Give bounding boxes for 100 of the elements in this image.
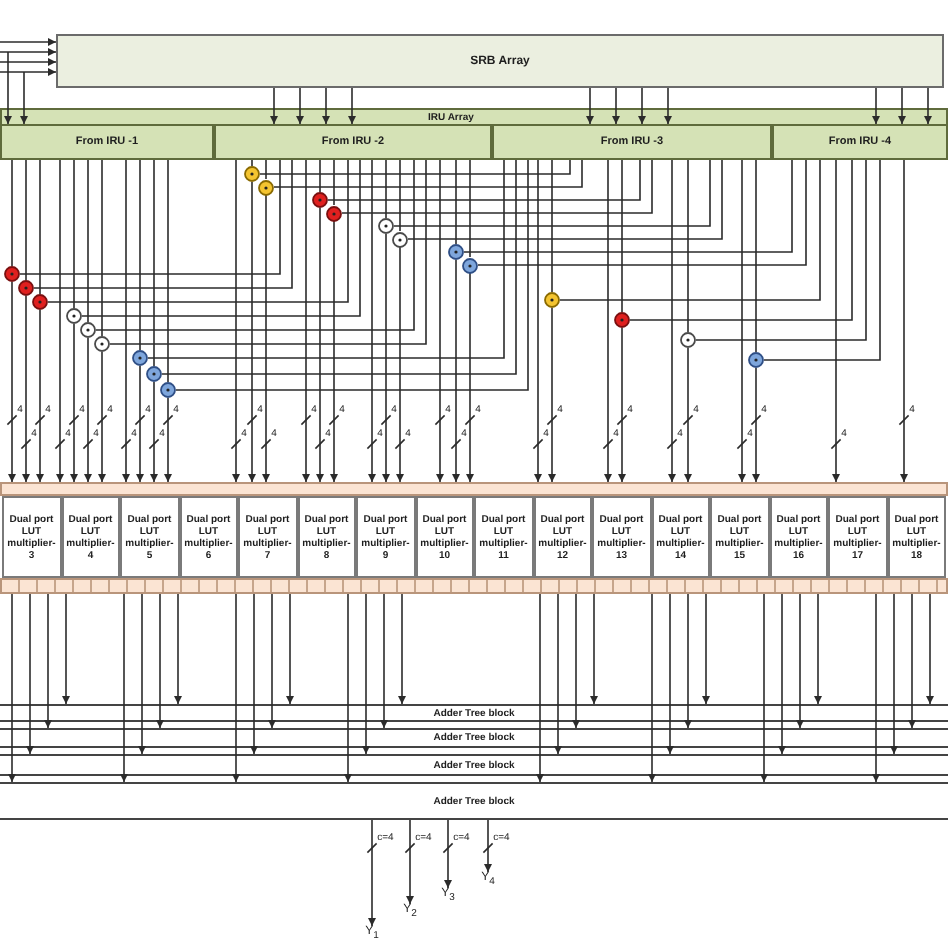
arrow <box>347 87 357 125</box>
dotted-circle-icon <box>258 179 274 195</box>
connector-line <box>477 159 807 266</box>
arrow <box>637 87 647 125</box>
arrow <box>617 327 627 483</box>
arrow <box>269 87 279 125</box>
arrow <box>267 593 277 729</box>
dotted-circle-icon <box>448 244 464 260</box>
dotted-circle-icon <box>66 308 82 324</box>
arrow <box>97 351 107 483</box>
arrow <box>261 194 271 483</box>
arrow <box>451 259 461 483</box>
arrow <box>155 593 165 729</box>
arrow <box>0 67 57 77</box>
dotted-circle-icon <box>244 166 260 182</box>
dotted-circle-icon <box>326 205 342 221</box>
arrow <box>315 207 325 483</box>
arrow <box>663 87 673 125</box>
array-band <box>0 108 948 160</box>
arrow <box>535 593 545 783</box>
connector-line <box>139 159 141 351</box>
arrow <box>55 159 65 483</box>
connector-line <box>463 159 793 253</box>
arrow <box>405 819 415 905</box>
arrow <box>813 593 823 705</box>
dotted-circle-icon <box>4 266 20 282</box>
dotted-circle-icon <box>378 218 394 234</box>
arrow <box>0 47 57 57</box>
connector-line <box>469 159 471 258</box>
arrow <box>553 593 563 755</box>
dotted-circle-icon <box>544 292 560 308</box>
arrow <box>43 593 53 729</box>
arrow <box>0 37 57 47</box>
connector-line <box>621 159 623 313</box>
connector-line <box>763 159 881 361</box>
dotted-circle-icon <box>94 336 110 352</box>
connector-line <box>385 159 387 219</box>
arrow <box>7 281 17 483</box>
arrow <box>759 593 769 783</box>
arrow <box>871 87 881 125</box>
dotted-circle-icon <box>614 312 630 328</box>
dotted-circle-icon <box>748 352 764 368</box>
dotted-circle-icon <box>18 280 34 296</box>
dotted-circle-icon <box>132 350 148 366</box>
arrow <box>173 593 183 705</box>
arrow <box>683 347 693 483</box>
arrow <box>465 272 475 483</box>
arrow <box>121 159 131 483</box>
arrow <box>21 295 31 483</box>
arrow <box>831 159 841 483</box>
arrow <box>795 593 805 729</box>
strip-bar <box>0 482 948 496</box>
connector-line <box>259 159 571 175</box>
arrow <box>603 159 613 483</box>
arrow <box>483 819 493 873</box>
arrow <box>163 397 173 483</box>
strip-bar <box>0 578 948 594</box>
arrow <box>435 159 445 483</box>
arrow <box>397 593 407 705</box>
arrow <box>395 246 405 483</box>
connector-line <box>695 159 867 341</box>
dotted-circle-icon <box>392 231 408 247</box>
connector-line <box>629 159 853 321</box>
connector-line <box>407 159 723 240</box>
arrow <box>585 87 595 125</box>
arrow <box>7 593 17 783</box>
arrow <box>83 337 93 483</box>
connector-line <box>551 159 553 293</box>
arrow <box>899 159 909 483</box>
arrow <box>751 367 761 483</box>
connector-line <box>251 159 253 167</box>
arrow <box>149 381 159 483</box>
dotted-circle-icon <box>146 366 162 382</box>
arrow <box>3 51 13 125</box>
connector-line <box>33 159 293 289</box>
arrow <box>231 159 241 483</box>
arrow <box>321 87 331 125</box>
arrow <box>665 593 675 755</box>
connector-line <box>333 159 335 206</box>
connector-line <box>153 159 155 367</box>
connector-line <box>73 159 75 309</box>
arrow <box>61 593 71 705</box>
connector-line <box>101 159 103 337</box>
connector-line <box>39 159 41 295</box>
arrow <box>343 593 353 783</box>
connector-line <box>265 159 267 180</box>
arrow <box>777 593 787 755</box>
arrow <box>547 307 557 483</box>
arrow <box>249 593 259 755</box>
arrow <box>381 233 391 483</box>
connector-line <box>327 159 641 201</box>
arrow <box>611 87 621 125</box>
arrow <box>871 593 881 783</box>
connector-line <box>319 159 321 193</box>
arrow <box>367 819 377 927</box>
arrow <box>19 71 29 125</box>
dotted-circle-icon <box>680 332 696 348</box>
arrow <box>443 819 453 889</box>
arrow <box>247 181 257 483</box>
arrow <box>683 593 693 729</box>
